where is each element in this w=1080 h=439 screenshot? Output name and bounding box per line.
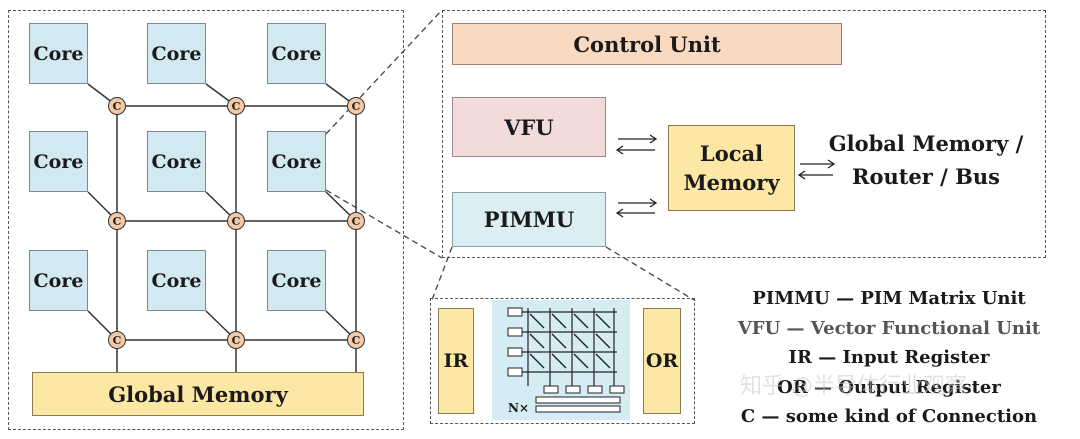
global-memory-bar: Global Memory [32, 372, 364, 416]
core-block: Core [29, 23, 88, 84]
local-memory-block: Local Memory [668, 125, 795, 211]
core-block: Core [267, 23, 326, 84]
core-block: Core [147, 131, 206, 192]
control-unit: Control Unit [452, 23, 842, 65]
core-detail-panel [442, 10, 1046, 258]
pimmu-block: PIMMU [452, 192, 606, 247]
connection-node: C [347, 97, 365, 115]
core-block: Core [29, 131, 88, 192]
connection-node: C [108, 212, 126, 230]
legend-item-connection: C — some kind of Connection [740, 406, 1038, 427]
legend-item-or: OR — Output Register [777, 376, 1001, 398]
connection-node: C [108, 331, 126, 349]
legend-item-ir: IR — Input Register [788, 347, 990, 368]
legend: PIMMU — PIM Matrix Unit VFU — Vector Fun… [706, 284, 1072, 432]
vfu-block: VFU [452, 97, 606, 157]
connection-node: C [108, 97, 126, 115]
connection-node: C [227, 212, 245, 230]
watermark: 知乎 @半导体行业观察 [740, 374, 967, 399]
core-block: Core [147, 23, 206, 84]
connection-node: C [347, 212, 365, 230]
pimmu-detail-panel [430, 298, 695, 424]
connection-node: C [227, 97, 245, 115]
core-block: Core [147, 250, 206, 311]
crossbar-multiplier: N× [508, 401, 530, 415]
output-register: OR [643, 308, 681, 414]
input-register: IR [438, 308, 474, 414]
connection-node: C [347, 331, 365, 349]
core-block-highlighted: Core [267, 131, 326, 192]
crossbar-array-icon [492, 300, 630, 420]
core-grid-panel [8, 10, 404, 430]
external-connection-label: Global Memory / Router / Bus [828, 131, 1024, 189]
legend-item-pimmu: PIMMU — PIM Matrix Unit [752, 288, 1026, 309]
legend-item-vfu: VFU — Vector Functional Unit [737, 317, 1041, 339]
core-block: Core [267, 250, 326, 311]
connection-node: C [227, 331, 245, 349]
core-block: Core [29, 250, 88, 311]
